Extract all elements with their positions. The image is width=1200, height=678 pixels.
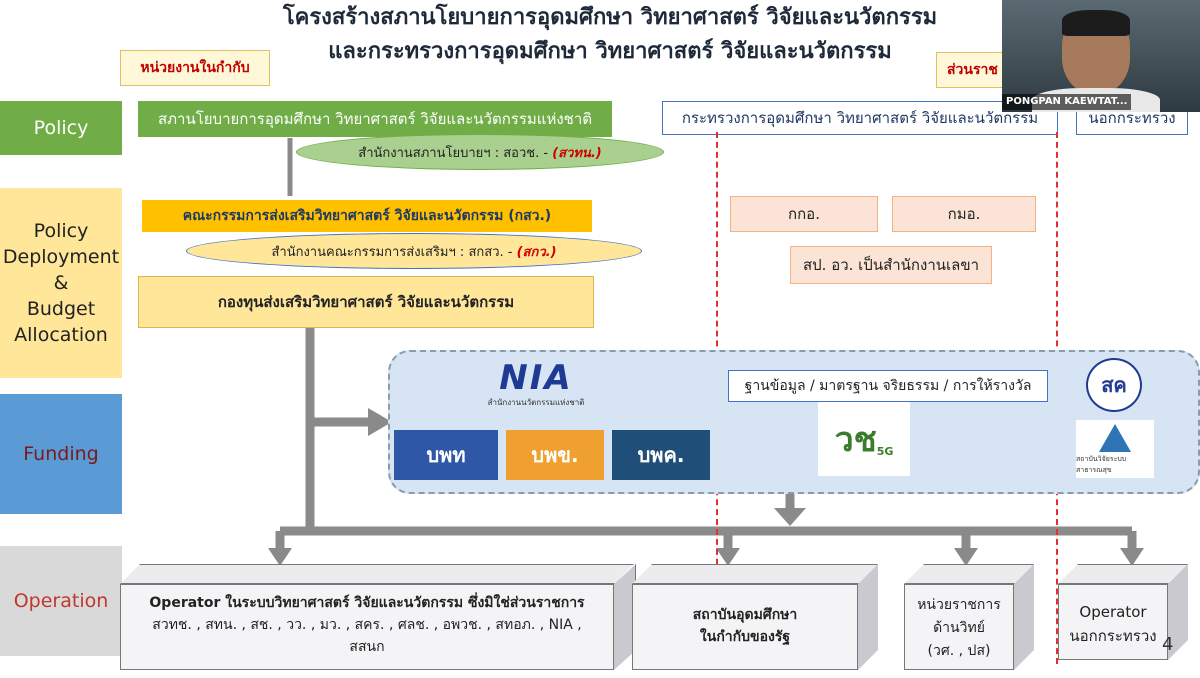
operator-cube-4 bbox=[1058, 584, 1168, 660]
policy-office-oval: สำนักงานสภานโยบายฯ : สอวช. - (สวทน.) bbox=[296, 134, 664, 170]
cube-2-top bbox=[632, 564, 878, 584]
operator-cube-3 bbox=[904, 584, 1014, 670]
deployment-word-5: Allocation bbox=[14, 324, 108, 346]
policy-office-abbr: (สวทน.) bbox=[552, 145, 602, 161]
operator-2-line2: ในกำกับของรัฐ bbox=[699, 629, 791, 645]
sor-logo: สค bbox=[1086, 358, 1142, 412]
deployment-office-abbr: (สกว.) bbox=[516, 244, 557, 260]
operator-3-line2: ด้านวิทย์ bbox=[933, 619, 985, 636]
cube-2-side bbox=[858, 564, 878, 670]
operator-cube-1 bbox=[120, 584, 614, 670]
operator-4-line1: Operator bbox=[1079, 603, 1147, 621]
bpk-logo: บพค. bbox=[612, 430, 710, 480]
cube-3-side bbox=[1014, 564, 1034, 670]
deployment-word-2: Deployment bbox=[2, 246, 120, 268]
operator-4-text: Operator นอกกระทรวง bbox=[1058, 594, 1168, 654]
hsri-triangle-icon bbox=[1099, 424, 1131, 452]
vc-logo-sub: 5G bbox=[876, 445, 894, 458]
secretariat-box: สป. อว. เป็นสำนักงานเลขา bbox=[790, 246, 992, 284]
row-label-operation: Operation bbox=[0, 546, 122, 656]
hsri-logo: สถาบันวิจัยระบบสาธารณสุข bbox=[1076, 420, 1154, 478]
cube-3-top bbox=[904, 564, 1034, 584]
row-label-policy: Policy bbox=[0, 101, 122, 155]
policy-office-text: สำนักงานสภานโยบายฯ : สอวช. - bbox=[358, 145, 549, 161]
bpkh-logo: บพข. bbox=[506, 430, 604, 480]
deployment-office-oval: สำนักงานคณะกรรมการส่งเสริมฯ : สกสว. - (ส… bbox=[186, 233, 642, 269]
video-tile[interactable]: PONGPAN KAEWTAT... bbox=[1002, 0, 1200, 112]
participant-name-label: PONGPAN KAEWTAT... bbox=[1002, 94, 1132, 110]
deployment-word-3: & bbox=[53, 272, 69, 294]
nia-logo-text: NIA bbox=[499, 357, 573, 398]
tag-government: ส่วนราช bbox=[936, 52, 1006, 88]
operator-1-text: Operator ในระบบวิทยาศาสตร์ วิจัยและนวัตก… bbox=[124, 592, 610, 658]
operator-3-text: หน่วยราชการ ด้านวิทย์ (วศ. , ปส) bbox=[904, 590, 1014, 666]
nia-caption: สำนักงานนวัตกรรมแห่งชาติ bbox=[487, 397, 585, 407]
page-number: 4 bbox=[1162, 634, 1174, 655]
hsri-caption: สถาบันวิจัยระบบสาธารณสุข bbox=[1076, 455, 1127, 474]
committee-box: คณะกรรมการส่งเสริมวิทยาศาสตร์ วิจัยและนว… bbox=[142, 200, 592, 232]
deployment-word-1: Policy bbox=[33, 220, 89, 242]
operator-3-line1: หน่วยราชการ bbox=[917, 596, 1001, 613]
participant-hair bbox=[1062, 10, 1130, 36]
kmo-box: กมอ. bbox=[892, 196, 1036, 232]
ministry-box: กระทรวงการอุดมศึกษา วิทยาศาสตร์ วิจัยและ… bbox=[662, 101, 1058, 135]
cube-1-top bbox=[120, 564, 634, 584]
operator-1-title: Operator ในระบบวิทยาศาสตร์ วิจัยและนวัตก… bbox=[149, 595, 585, 611]
deployment-word-4: Budget bbox=[26, 298, 96, 320]
title-line-1: โครงสร้างสภานโยบายการอุดมศึกษา วิทยาศาสต… bbox=[282, 5, 938, 30]
row-label-funding: Funding bbox=[0, 394, 122, 514]
deployment-office-text: สำนักงานคณะกรรมการส่งเสริมฯ : สกสว. - bbox=[271, 244, 513, 260]
cube-4-side bbox=[1168, 564, 1188, 660]
operator-cube-2 bbox=[632, 584, 858, 670]
database-box: ฐานข้อมูล / มาตรฐาน จริยธรรม / การให้ราง… bbox=[728, 370, 1048, 402]
row-label-deployment: Policy Deployment & Budget Allocation bbox=[0, 188, 122, 378]
kko-box: กกอ. bbox=[730, 196, 878, 232]
vc-logo: วช 5G bbox=[818, 402, 910, 476]
operator-4-line2: นอกกระทรวง bbox=[1069, 627, 1157, 645]
nia-logo: NIA สำนักงานนวัตกรรมแห่งชาติ bbox=[480, 358, 592, 410]
operator-2-text: สถาบันอุดมศึกษา ในกำกับของรัฐ bbox=[632, 594, 858, 658]
fund-box: กองทุนส่งเสริมวิทยาศาสตร์ วิจัยและนวัตกร… bbox=[138, 276, 594, 328]
operator-2-line1: สถาบันอุดมศึกษา bbox=[692, 607, 798, 623]
operator-1-line3: สสนก bbox=[349, 639, 385, 655]
operator-1-line2: สวทช. , สทน. , สช. , วว. , มว. , สคร. , … bbox=[152, 617, 582, 633]
policy-council-box: สภานโยบายการอุดมศึกษา วิทยาศาสตร์ วิจัยแ… bbox=[138, 101, 612, 137]
tag-agencies: หน่วยงานในกำกับ bbox=[120, 50, 270, 86]
bpt-logo: บพท bbox=[394, 430, 498, 480]
cube-4-top bbox=[1058, 564, 1188, 584]
title-line-2: และกระทรวงการอุดมศึกษา วิทยาศาสตร์ วิจัย… bbox=[328, 39, 892, 64]
operator-3-line3: (วศ. , ปส) bbox=[927, 642, 991, 659]
vc-logo-text: วช bbox=[834, 420, 877, 460]
